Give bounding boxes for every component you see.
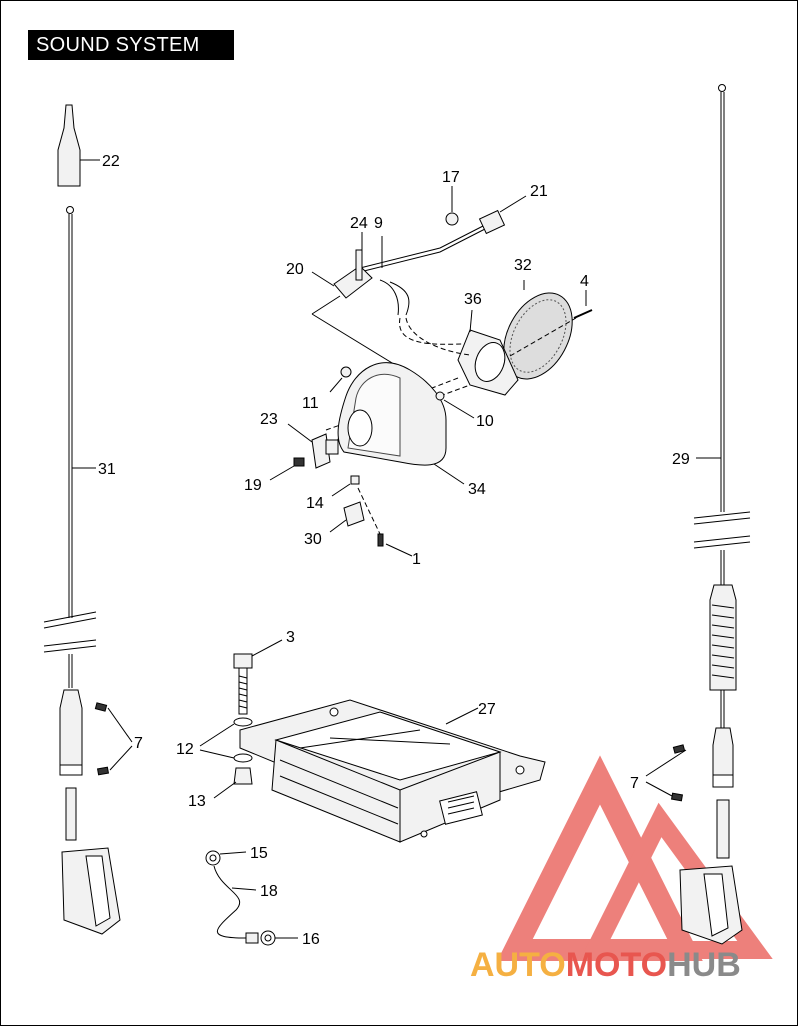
nut-10 (435, 391, 475, 419)
speaker-housing-34 (337, 362, 465, 485)
callout-36: 36 (464, 291, 482, 308)
callout-13: 13 (188, 793, 206, 810)
callout-30: 30 (304, 531, 322, 548)
watermark-hub: HUB (667, 946, 741, 984)
antenna-mast-29 (693, 84, 751, 788)
antenna-cap-22 (57, 104, 100, 187)
callout-14: 14 (306, 495, 324, 512)
nut-13 (213, 767, 253, 799)
callout-31: 31 (98, 461, 116, 478)
callout-1: 1 (412, 551, 421, 568)
antenna-adapter-left (61, 787, 121, 935)
speaker-36 (457, 309, 519, 396)
callout-15: 15 (250, 845, 268, 862)
callout-27: 27 (478, 701, 496, 718)
watermark-text: AUTOMOTOHUB (470, 946, 741, 984)
screw-4 (573, 290, 593, 319)
speaker-grille-32 (503, 280, 573, 380)
callout-10: 10 (476, 413, 494, 430)
ground-strap-18 (205, 850, 298, 946)
antenna-adapter-right (679, 799, 743, 945)
callout-23: 23 (260, 411, 278, 428)
watermark-auto: AUTO (470, 946, 566, 984)
callout-24: 24 (350, 215, 368, 232)
callout-19: 19 (244, 477, 262, 494)
callout-29: 29 (672, 451, 690, 468)
washers-12 (199, 717, 253, 763)
callout-21: 21 (530, 183, 548, 200)
callout-12: 12 (176, 741, 194, 758)
grommet-11 (329, 366, 352, 393)
callout-16: 16 (302, 931, 320, 948)
antenna-mast-31 (43, 206, 97, 776)
callout-32: 32 (514, 257, 532, 274)
callout-7-left: 7 (134, 735, 143, 752)
callout-11: 11 (302, 395, 319, 412)
clip-19 (269, 457, 305, 481)
switch-23 (287, 423, 339, 469)
callout-22: 22 (102, 153, 120, 170)
callout-18: 18 (260, 883, 278, 900)
setscrews-7-right (645, 744, 687, 802)
callout-34: 34 (468, 481, 486, 498)
bolt-3 (233, 639, 283, 715)
page-title: SOUND SYSTEM (28, 30, 234, 60)
callout-20: 20 (286, 261, 304, 278)
nut-14 (331, 475, 360, 497)
amplifier-27 (239, 699, 546, 843)
callout-9: 9 (374, 215, 383, 232)
setscrews-7-left (94, 702, 133, 776)
speaker-wiring-harness (311, 186, 527, 316)
screw-1 (377, 533, 413, 557)
callout-7-right: 7 (630, 775, 639, 792)
callout-17: 17 (442, 169, 460, 186)
callout-4: 4 (580, 273, 589, 290)
watermark-moto: MOTO (566, 946, 667, 984)
callout-3: 3 (286, 629, 295, 646)
bracket-30 (329, 487, 381, 535)
